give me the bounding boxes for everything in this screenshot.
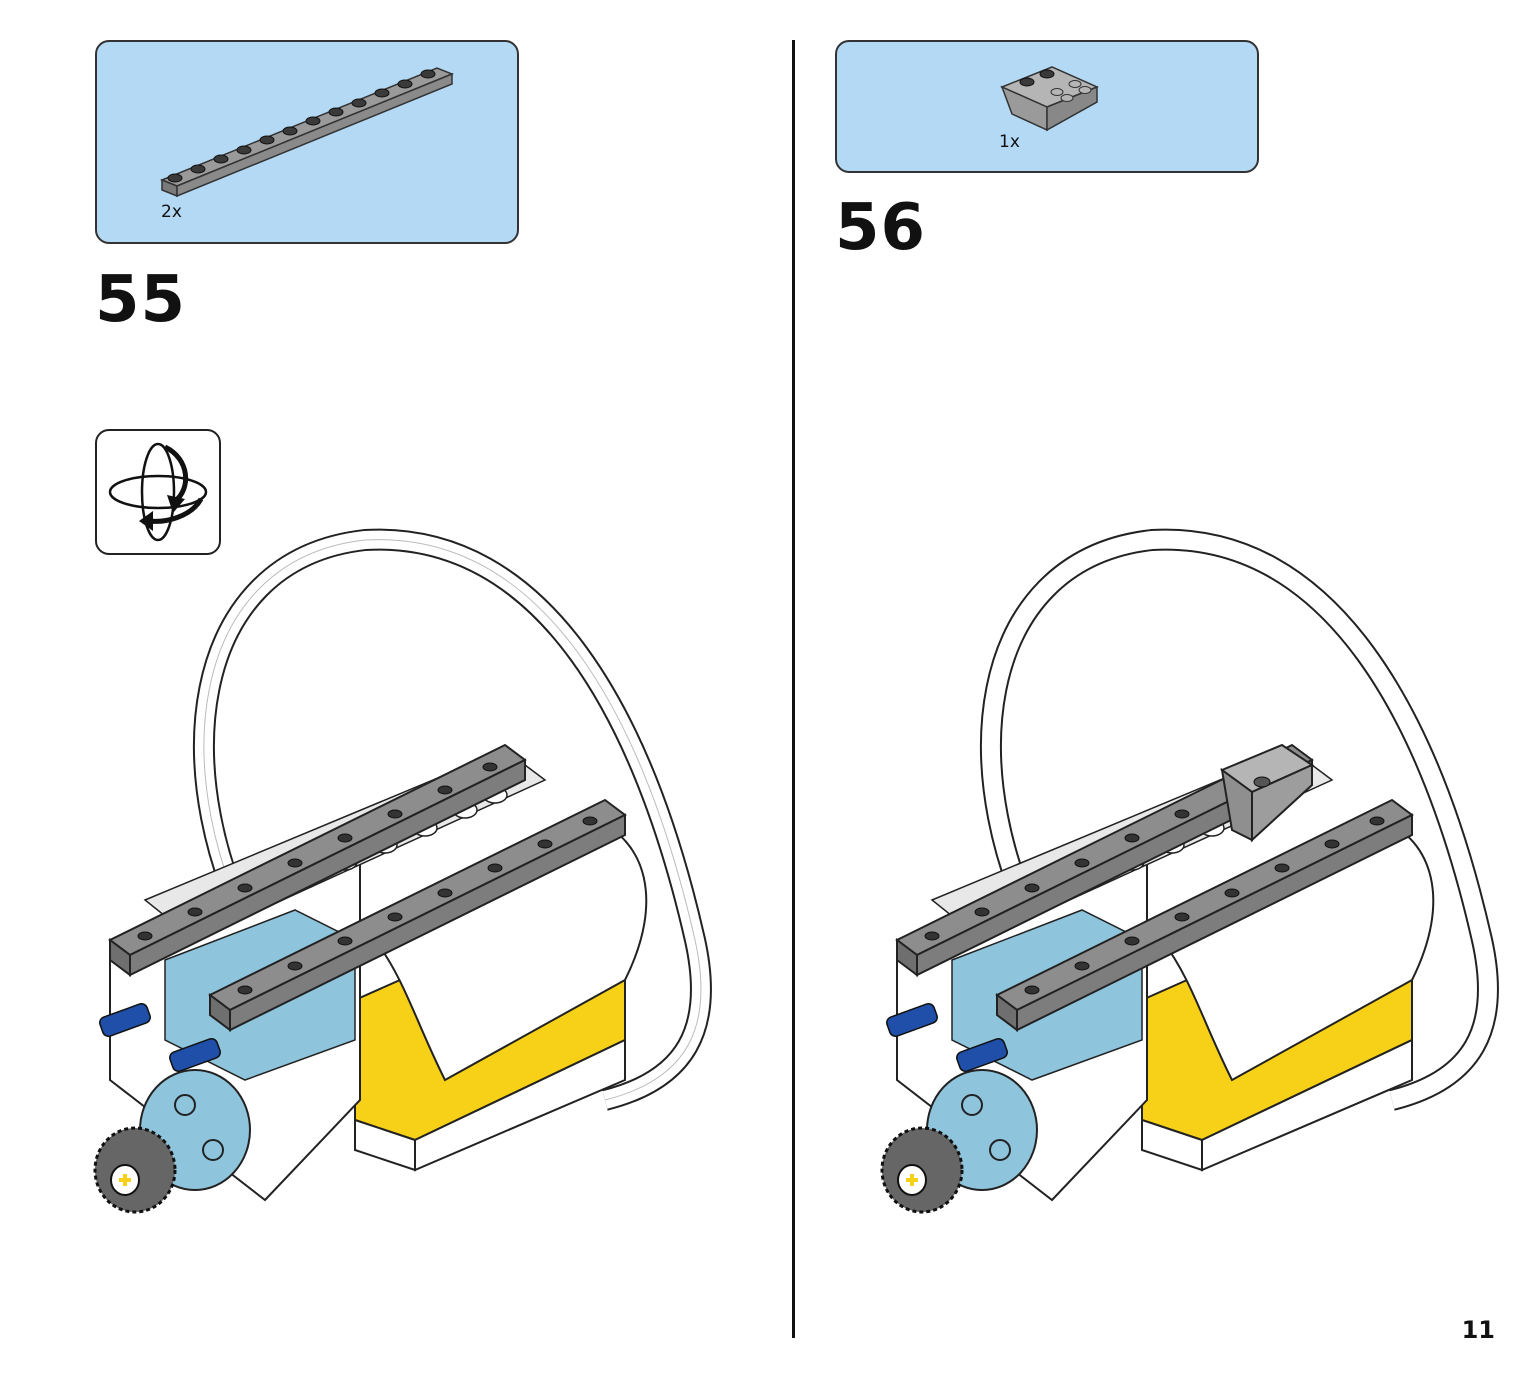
model-assembly-step-56 bbox=[880, 528, 1499, 1214]
part-quantity: 1x bbox=[999, 132, 1020, 152]
page-number: 11 bbox=[1461, 1316, 1495, 1344]
rotate-model-icon bbox=[108, 442, 208, 542]
part-quantity: 2x bbox=[161, 202, 182, 222]
plate-1x12-part-icon bbox=[159, 67, 455, 198]
parts-callout-step-55: 2x bbox=[95, 40, 519, 244]
inverted-slope-part-icon bbox=[1000, 66, 1099, 132]
step-number: 55 bbox=[95, 263, 187, 337]
inverted-slope-added bbox=[1219, 743, 1315, 843]
rotate-model-callout bbox=[95, 429, 221, 555]
page-divider bbox=[792, 40, 795, 1338]
model-assembly-step-55 bbox=[93, 528, 712, 1214]
step-number: 56 bbox=[835, 191, 927, 265]
parts-callout-step-56: 1x bbox=[835, 40, 1259, 173]
